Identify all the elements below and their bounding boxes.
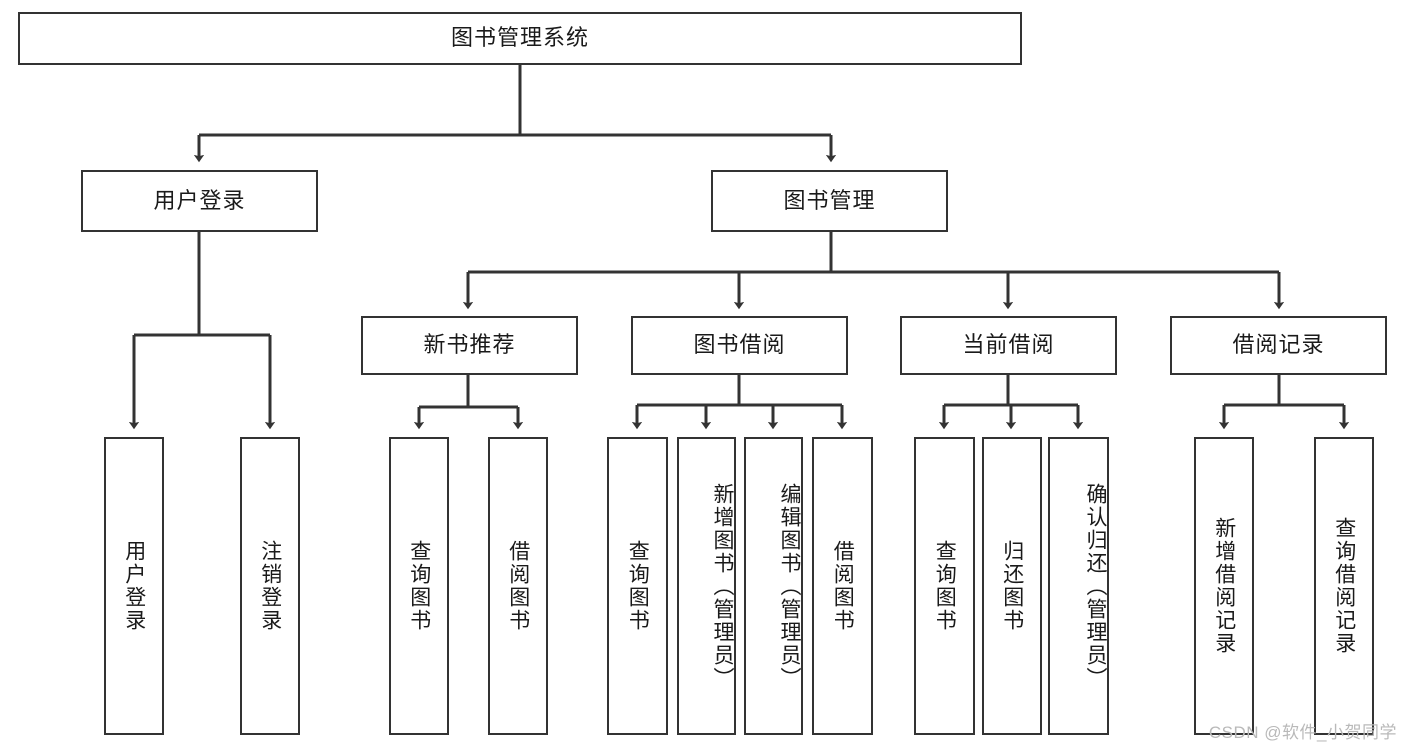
node-book-management[interactable]: 图书管理 (711, 170, 948, 232)
leaf-new-book-query-book[interactable]: 查询图书 (389, 437, 449, 735)
leaf-book-borrow-add-book-admin[interactable]: 新增图书（管理员） (677, 437, 736, 735)
leaf-current-borrow-confirm-return-admin[interactable]: 确认归还（管理员） (1048, 437, 1109, 735)
leaf-borrow-record-add-record[interactable]: 新增借阅记录 (1194, 437, 1254, 735)
leaf-book-borrow-query-book[interactable]: 查询图书 (607, 437, 668, 735)
leaf-current-borrow-query-book[interactable]: 查询图书 (914, 437, 975, 735)
csdn-watermark: CSDN @软件_小贺同学 (1208, 723, 1397, 742)
leaf-book-borrow-borrow-book[interactable]: 借阅图书 (812, 437, 873, 735)
leaf-book-borrow-edit-book-admin[interactable]: 编辑图书（管理员） (744, 437, 803, 735)
node-borrow-record[interactable]: 借阅记录 (1170, 316, 1387, 375)
leaf-user-login-login[interactable]: 用户登录 (104, 437, 164, 735)
leaf-user-login-logout[interactable]: 注销登录 (240, 437, 300, 735)
leaf-borrow-record-query-record[interactable]: 查询借阅记录 (1314, 437, 1374, 735)
node-new-book-recommend[interactable]: 新书推荐 (361, 316, 578, 375)
leaf-new-book-borrow-book[interactable]: 借阅图书 (488, 437, 548, 735)
node-book-borrow[interactable]: 图书借阅 (631, 316, 848, 375)
node-user-login[interactable]: 用户登录 (81, 170, 318, 232)
node-root-book-management-system[interactable]: 图书管理系统 (18, 12, 1022, 65)
node-current-borrow[interactable]: 当前借阅 (900, 316, 1117, 375)
leaf-current-borrow-return-book[interactable]: 归还图书 (982, 437, 1042, 735)
